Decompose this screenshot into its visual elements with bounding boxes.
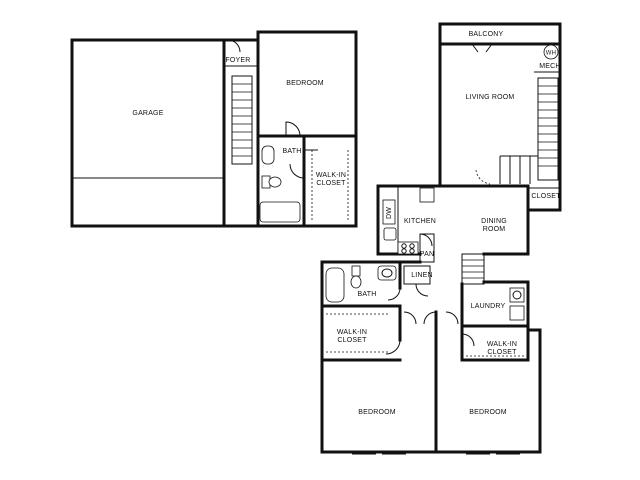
upper-bath-tub [259,201,301,223]
balcony-label: BALCONY [469,31,504,38]
upper-bedroom-walls [256,30,358,138]
kitchen-label: KITCHEN [404,218,436,225]
upper-left-unit: FOYER BEDROOM GARAGE BATH WALK-IN CLOSET [70,30,358,228]
upper-bath-walls [256,134,358,228]
lower-bath-door [387,287,401,301]
laundry-label: LAUNDRY [471,303,506,310]
right-walkin-label-1: WALK-IN [487,341,517,348]
foyer-walls [222,38,260,180]
center-stairs [461,253,485,285]
stove-burner-3 [401,248,407,254]
dining-label-1: DINING [481,218,507,225]
right-walkin-label-2: CLOSET [487,349,517,356]
upper-bath-toilet-bowl [268,176,282,188]
lower-bath-label: BATH [358,291,377,298]
left-walkin-door [385,339,401,355]
balcony-walls [438,22,562,46]
lower-bath-toilet-bowl [350,275,362,289]
linen-door [415,283,429,297]
dining-label-2: ROOM [483,226,506,233]
upper-walkin-label-1: WALK-IN [316,172,346,179]
linen-label: LINEN [411,272,433,279]
hall-door-2 [423,311,437,325]
hall-door-3 [445,311,459,325]
washer [509,287,525,303]
linen-box [403,265,431,285]
water-heater [543,44,559,60]
lower-outline [320,260,542,454]
lower-right-bedroom-label: BEDROOM [469,409,507,416]
left-walkin-label-2: CLOSET [337,337,367,344]
bath-door-swing [289,163,305,179]
stove-burner-1 [401,243,407,249]
wh-badge-label: WH [546,51,556,57]
living-door-swing [475,169,491,185]
pantry-box [419,233,435,263]
mech-label: MECH [539,63,560,70]
stove-burner-4 [409,248,415,254]
dw-label: DW [386,207,393,219]
upper-bedroom-label: BEDROOM [286,80,324,87]
living-room-label: LIVING ROOM [466,94,515,101]
living-right-wall [526,42,562,212]
garage-walls [70,38,226,228]
upper-bath-label: BATH [283,148,302,155]
pantry-label: PAN [420,251,434,258]
garage-label: GARAGE [132,110,163,117]
right-walkin-door [461,333,475,347]
kitchen-sink [383,227,397,241]
lower-right-unit: BATH LINEN LAUNDRY WALK-IN CLOSET WALK-I… [320,260,542,455]
foyer-door-swing [227,39,241,53]
balcony-door [471,43,493,53]
hall-door-1 [403,311,417,325]
dryer [509,305,525,321]
dining-walls [438,184,530,256]
washer-drum [512,290,522,300]
fridge [419,187,435,203]
living-stairs [537,77,559,181]
right-walkin-walls [460,324,530,362]
left-walkin-label-1: WALK-IN [337,329,367,336]
foyer-label: FOYER [225,57,250,64]
lower-bath-tub [325,267,345,303]
upper-bedroom-door [285,121,301,137]
upper-right-unit: BALCONY WH MECH LIVING ROOM CLOSET DW KI… [376,22,562,285]
lower-bath-toilet-tank [351,265,361,277]
upper-left-stairs [231,75,253,165]
lower-bath-sink-bowl [381,268,393,278]
stove-burner-2 [409,243,415,249]
upper-bath-sink [261,145,275,165]
pantry-door [419,233,433,247]
lower-left-bedroom-label: BEDROOM [358,409,396,416]
dishwasher [382,199,396,225]
lower-bath-sink [377,265,397,281]
stove [397,241,419,255]
closet-label: CLOSET [531,193,561,200]
upper-walkin-label-2: CLOSET [316,180,346,187]
winder-stairs [499,155,538,184]
